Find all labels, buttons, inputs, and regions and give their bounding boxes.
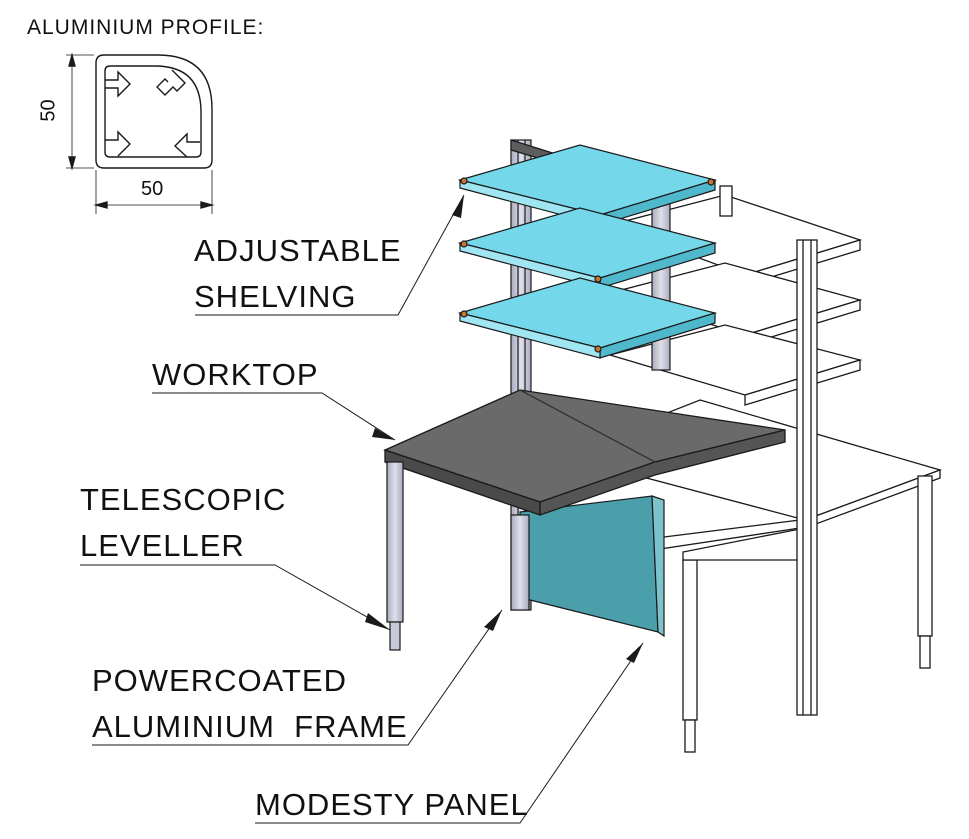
profile-width-dimension: 50 xyxy=(141,178,164,200)
callout-worktop: WORKTOP xyxy=(152,357,319,392)
front-legs xyxy=(386,461,530,651)
callout-modesty-panel: MODESTY PANEL xyxy=(255,787,529,822)
callout-telescopic-leveller-line1: TELESCOPIC xyxy=(80,482,287,517)
shelf-bottom xyxy=(457,277,718,359)
shelf-middle xyxy=(457,207,718,289)
modesty-panel xyxy=(519,495,665,638)
worktop xyxy=(383,389,786,516)
adjustable-shelves xyxy=(457,144,718,359)
aluminium-profile-drawing xyxy=(66,52,215,214)
leader-arrowheads xyxy=(365,195,643,663)
leader-lines xyxy=(80,194,644,824)
callout-adjustable-shelving-line1: ADJUSTABLE xyxy=(194,233,402,268)
callout-telescopic-leveller-line2: LEVELLER xyxy=(80,528,245,563)
profile-height-dimension: 50 xyxy=(37,99,60,122)
profile-title: ALUMINIUM PROFILE: xyxy=(27,16,265,39)
callout-aluminium-frame-line1: POWERCOATED xyxy=(92,663,347,698)
callout-aluminium-frame-line2: ALUMINIUM FRAME xyxy=(92,709,408,744)
callout-adjustable-shelving-line2: SHELVING xyxy=(194,279,357,314)
